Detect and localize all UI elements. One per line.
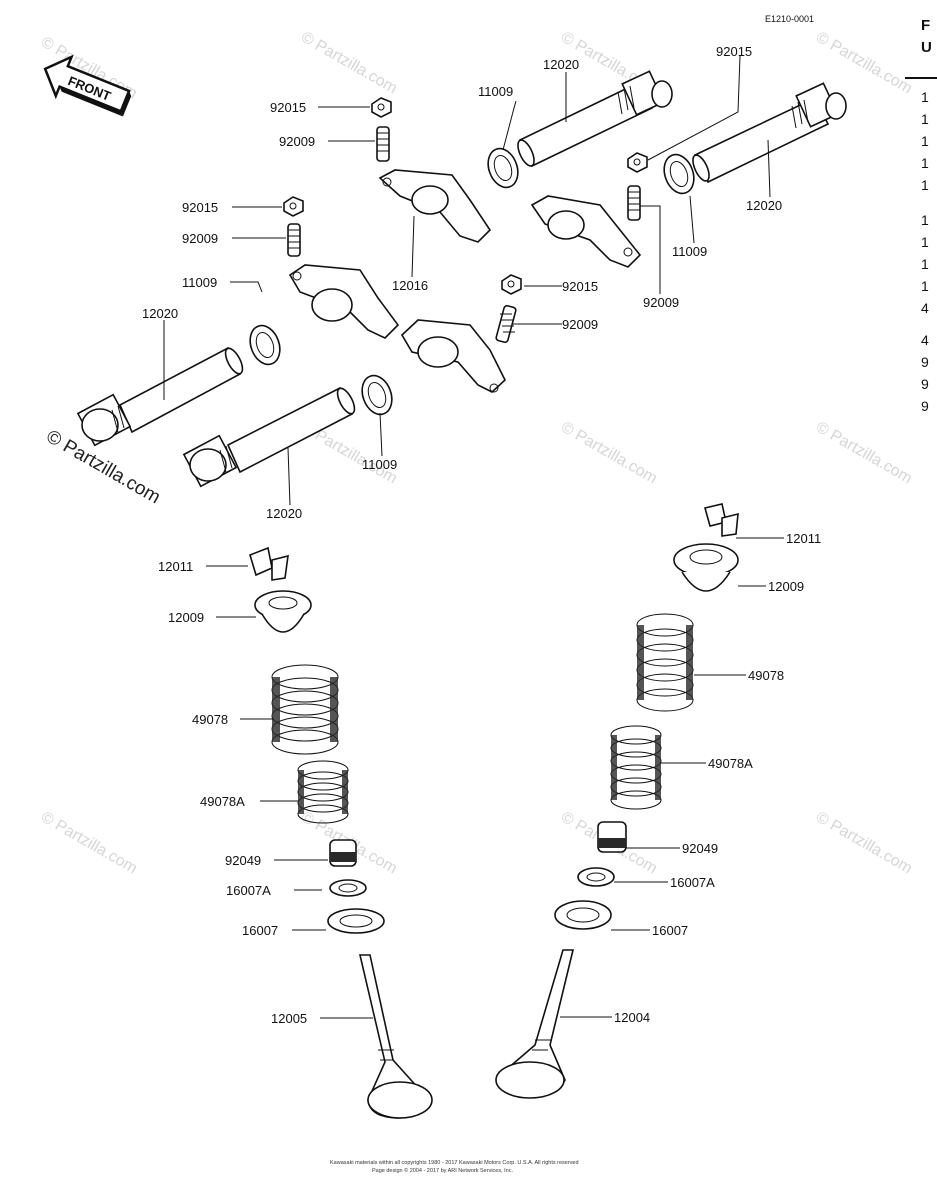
right-panel-code: 1 — [921, 155, 929, 171]
valve-stem-seal — [597, 821, 627, 853]
callout-11009: 11009 — [182, 275, 217, 290]
callout-92009: 92009 — [182, 231, 218, 246]
valve-spring-inner — [297, 760, 349, 824]
adjuster-screw — [495, 304, 517, 344]
right-panel-code: 4 — [921, 300, 929, 316]
callout-92049: 92049 — [225, 853, 261, 868]
nut — [371, 97, 392, 118]
right-panel-code: 1 — [921, 133, 929, 149]
right-panel-code: 1 — [921, 89, 929, 105]
footer-copyright: Kawasaki materials within all copyrights… — [330, 1160, 579, 1166]
callout-12020: 12020 — [543, 57, 579, 72]
rocker-shaft — [517, 70, 673, 168]
callout-92049: 92049 — [682, 841, 718, 856]
callout-49078A: 49078A — [200, 794, 245, 809]
callout-49078: 49078 — [748, 668, 784, 683]
spring-seat — [577, 867, 615, 887]
valve-keeper — [249, 546, 289, 581]
valve-spring-inner — [610, 725, 662, 810]
callout-92009: 92009 — [279, 134, 315, 149]
watermark-text: © Partzilla.com — [38, 809, 140, 878]
callout-16007A: 16007A — [670, 875, 715, 890]
right-panel-code: 1 — [921, 256, 929, 272]
callout-12011: 12011 — [786, 531, 821, 546]
nut — [501, 274, 522, 295]
right-panel-header-1: F — [921, 17, 930, 34]
watermark-text: © Partzilla.com — [813, 809, 915, 878]
callout-92015: 92015 — [270, 100, 306, 115]
callout-12020: 12020 — [142, 306, 178, 321]
rocker-arm — [530, 195, 642, 268]
valve-spring-outer — [636, 613, 694, 712]
rocker-shaft — [182, 386, 356, 488]
rocker-shaft — [692, 82, 847, 184]
right-panel: F U 1 1 1 1 1 1 1 1 1 4 4 9 9 9 — [905, 17, 937, 414]
spring-retainer — [254, 590, 312, 633]
spring-seat — [554, 900, 612, 930]
intake-valve — [495, 949, 575, 1099]
rocker-arm — [400, 319, 506, 393]
callout-92015: 92015 — [182, 200, 218, 215]
diagram-id: E1210-0001 — [765, 14, 814, 24]
rocker-arm — [378, 169, 492, 243]
callout-12020: 12020 — [746, 198, 782, 213]
right-panel-code: 9 — [921, 354, 929, 370]
callout-16007: 16007 — [652, 923, 688, 938]
callout-12005: 12005 — [271, 1011, 307, 1026]
callout-12009: 12009 — [168, 610, 204, 625]
callout-92009: 92009 — [562, 317, 598, 332]
callout-12016: 12016 — [392, 278, 428, 293]
washer — [249, 324, 281, 366]
rocker-shaft — [76, 346, 244, 447]
front-arrow-icon: FRONT — [43, 54, 132, 117]
watermark-text: © Partzilla.com — [813, 419, 915, 488]
valve-spring-outer — [271, 664, 339, 755]
right-panel-code: 1 — [921, 278, 929, 294]
valve-stem-seal — [329, 839, 357, 867]
right-panel-code: 9 — [921, 398, 929, 414]
right-panel-header-2: U — [921, 39, 932, 56]
callout-12020: 12020 — [266, 506, 302, 521]
spring-retainer — [673, 543, 739, 592]
callout-92015: 92015 — [716, 44, 752, 59]
nut — [627, 152, 648, 173]
callout-12009: 12009 — [768, 579, 804, 594]
callout-11009: 11009 — [672, 244, 707, 259]
leader-lines — [163, 55, 784, 1019]
spring-seat — [329, 879, 367, 897]
adjuster-screw — [627, 185, 641, 221]
washer — [361, 374, 393, 416]
callout-92015: 92015 — [562, 279, 598, 294]
rocker-arm — [288, 264, 400, 339]
right-panel-code: 1 — [921, 234, 929, 250]
watermark-text: © Partzilla.com — [813, 29, 915, 98]
spring-seat — [327, 908, 385, 934]
callout-labels: 92015 92009 11009 12020 92015 92015 9200… — [142, 44, 821, 1026]
adjuster-screw — [376, 126, 390, 162]
callout-11009: 11009 — [478, 84, 513, 99]
callout-16007A: 16007A — [226, 883, 271, 898]
footer-copyright-2: Page design © 2004 - 2017 by ARI Network… — [372, 1167, 513, 1174]
washer — [487, 147, 519, 189]
callout-12004: 12004 — [614, 1010, 650, 1025]
callout-11009: 11009 — [362, 457, 397, 472]
nut — [283, 196, 304, 217]
callout-49078A: 49078A — [708, 756, 753, 771]
adjuster-screw — [287, 223, 301, 257]
callout-49078: 49078 — [192, 712, 228, 727]
watermarks: © Partzilla.com © Partzilla.com © Partzi… — [38, 29, 915, 878]
right-panel-code: 9 — [921, 376, 929, 392]
right-panel-code: 1 — [921, 212, 929, 228]
exhaust-valve — [358, 954, 433, 1119]
right-panel-code: 1 — [921, 111, 929, 127]
callout-92009: 92009 — [643, 295, 679, 310]
valve-keeper — [704, 503, 739, 537]
right-panel-code: 4 — [921, 332, 929, 348]
callout-12011: 12011 — [158, 559, 193, 574]
right-panel-code: 1 — [921, 177, 929, 193]
watermark-text: © Partzilla.com — [558, 419, 660, 488]
callout-16007: 16007 — [242, 923, 278, 938]
watermark-text: © Partzilla.com — [298, 29, 400, 98]
